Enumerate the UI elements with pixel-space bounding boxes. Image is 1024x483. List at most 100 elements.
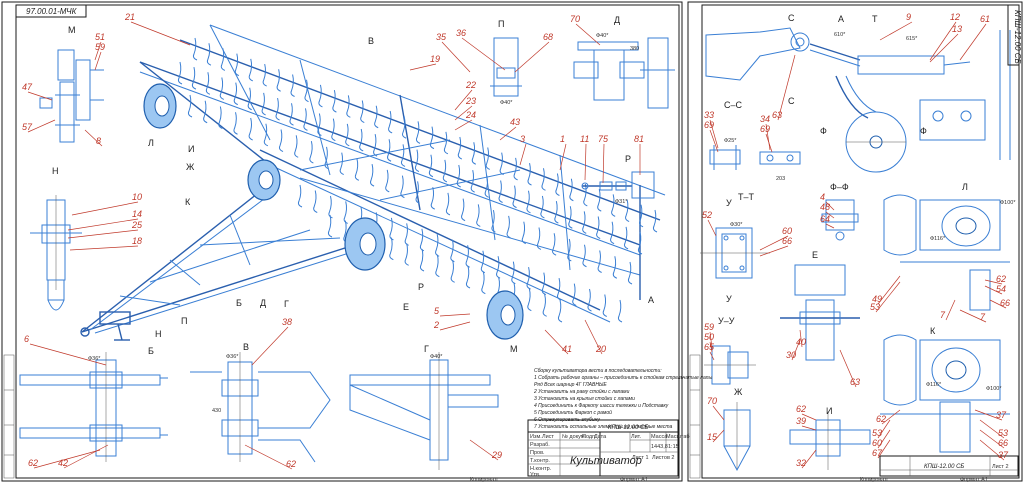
tine [527, 288, 532, 312]
tine [526, 190, 531, 214]
notes-line-3: 2 Установить на раму стойки с лапами [533, 388, 630, 395]
leader-line [929, 21, 957, 61]
tine [526, 267, 531, 290]
leader-line [984, 279, 1003, 285]
tine [419, 248, 425, 272]
leader-line [799, 329, 803, 348]
s2-view-yy-label: У–У [718, 316, 735, 326]
tine [205, 72, 211, 95]
leader-line [759, 235, 789, 251]
leader-line [27, 119, 56, 133]
leader-line [454, 105, 473, 121]
part-number: 52 [702, 210, 712, 220]
tine [556, 277, 562, 301]
b-w-dim: Ф36* [226, 354, 239, 360]
tb-sheets: Листов 2 [652, 455, 674, 461]
s2-view-f-left: Ф [820, 126, 827, 136]
tine [303, 108, 308, 131]
part-number: 64 [820, 214, 830, 224]
tine [247, 87, 252, 111]
tine [450, 260, 455, 283]
leader-line [33, 449, 101, 469]
tine [521, 221, 526, 245]
part-number: 3 [520, 134, 525, 144]
leader-line [461, 37, 506, 71]
part-number: 14 [132, 209, 142, 219]
tine [568, 206, 573, 229]
leader-line [584, 143, 587, 181]
tine [415, 121, 421, 144]
part-number: 11 [580, 134, 589, 144]
tine [499, 152, 504, 176]
tine [597, 250, 602, 273]
view-r-label: Р [625, 154, 631, 164]
tine [435, 254, 440, 278]
part-number: 20 [595, 344, 606, 354]
notes-line-4: 3 Установить на крылья стойки с лапами [534, 395, 635, 402]
leader-line [945, 299, 956, 321]
part-number: 57 [22, 122, 33, 132]
tine [617, 299, 623, 323]
sheet2-tb-code: КПШ-12.00 СБ [924, 464, 964, 470]
leader-line [989, 299, 1007, 309]
sheet1-inner-frame [15, 4, 680, 479]
tine [465, 265, 471, 289]
sheet2-title-block [879, 4, 1020, 477]
leader-line [877, 429, 891, 449]
part-number: 50 [704, 332, 714, 342]
part-number: 53 [870, 302, 880, 312]
leader-line [709, 351, 715, 361]
tine [400, 175, 405, 199]
tine [461, 198, 466, 222]
leader-line [454, 119, 473, 131]
notes-line-1: 1 Собрать рабочие органы – присоединить … [534, 374, 712, 381]
leader-line [791, 339, 801, 361]
part-number: 6 [24, 334, 29, 344]
tine [445, 192, 451, 216]
part-number: 75 [598, 134, 609, 144]
s2-view-y-bot: У [726, 294, 732, 304]
part-number: 24 [465, 110, 476, 120]
tine [470, 170, 475, 193]
leader-line [877, 419, 891, 439]
leader-line [130, 21, 191, 46]
s2-k1-dim: Ф116* [926, 382, 942, 388]
tine [234, 53, 240, 77]
tine [373, 133, 378, 157]
tine [400, 144, 406, 167]
part-number: 53 [872, 428, 882, 438]
sheet1-tb-code: КПШ-12.00 СБ [608, 425, 648, 431]
tine [385, 169, 390, 193]
leader-line [881, 409, 901, 425]
tine [496, 256, 501, 279]
part-number: 68 [543, 32, 553, 42]
sheet1-code-box [15, 4, 87, 18]
g-w-dim: Ф40* [430, 354, 443, 360]
s2-view-f-right: Ф [920, 126, 927, 136]
view-m-arrow: М [510, 344, 518, 354]
view-n-detail [30, 195, 82, 311]
tb-sheet: Лист 1 [632, 455, 649, 461]
notes-heading: Сборку культиватора вести в последовател… [534, 368, 662, 374]
sheet2-inner-frame [701, 4, 1020, 479]
tine [354, 158, 360, 181]
part-number: 62 [796, 404, 806, 414]
tine [552, 233, 557, 256]
tine [541, 168, 546, 191]
section-b-label: Б [148, 346, 154, 356]
leader-line [959, 23, 987, 61]
part-number: 53 [998, 428, 1008, 438]
section-b-detail [19, 352, 168, 462]
s2-view-y-top: У [726, 198, 732, 208]
part-number: 38 [282, 317, 292, 327]
leader-line [709, 331, 713, 349]
leader-line [409, 63, 437, 71]
tine [313, 190, 318, 213]
sheet2-view-i [789, 412, 871, 470]
leader-line [709, 129, 719, 153]
notes-line-2: Ряд Всех шарнир 4Г ГЛАВНЫЕ [534, 382, 607, 388]
part-number: 12 [950, 12, 960, 22]
part-number: 32 [796, 458, 806, 468]
part-number: 43 [510, 117, 520, 127]
